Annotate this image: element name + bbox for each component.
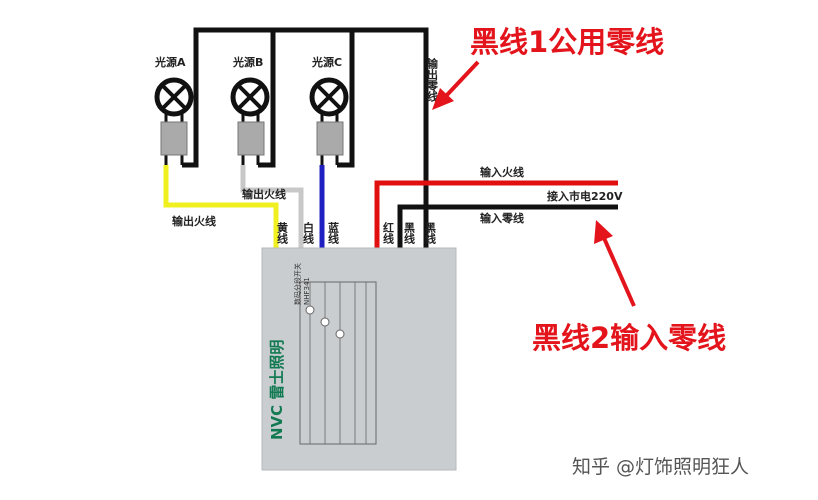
device-body: [261, 247, 457, 471]
lamp-b-neutral: [258, 30, 276, 168]
callout-common-neutral: 黑线1公用零线: [470, 25, 664, 59]
white-wire: [240, 165, 304, 250]
switch-device: NVC 雷士照明 数码分段开关 NHF341: [261, 247, 457, 471]
lamp-label: 光源B: [232, 55, 263, 69]
input-neutral-label: 输入零线: [480, 211, 524, 225]
black-wires: [182, 27, 618, 250]
black-label-2: 黑线: [424, 222, 437, 245]
lamp-label: 光源A: [154, 55, 186, 69]
callout-input-neutral: 黑线2输入零线: [532, 321, 726, 355]
input-neutral-wire: [397, 204, 618, 250]
common-neutral-wire: [182, 27, 429, 250]
red-input-live-wire: [374, 180, 618, 250]
arrow-input-neutral: [594, 220, 636, 307]
device-name: 数码分段开关: [293, 263, 302, 305]
blue-label: 蓝线: [327, 221, 340, 245]
output-neutral-label: 输出零线: [426, 57, 440, 103]
ballast-icon: [237, 121, 265, 156]
lamp-c: 光源C: [309, 55, 349, 165]
watermark: 知乎 @灯饰照明狂人: [572, 456, 749, 478]
ballast-icon: [160, 121, 188, 156]
white-label: 白线: [302, 221, 315, 245]
output-live-label-a: 输出火线: [172, 214, 216, 228]
yellow-label: 黄线: [276, 221, 289, 245]
device-brand: NVC 雷士照明: [268, 340, 286, 440]
lamp-a: 光源A: [154, 55, 194, 165]
red-label: 红线: [382, 221, 395, 245]
input-live-label: 输入火线: [480, 165, 524, 179]
lamp-b: 光源B: [230, 55, 270, 165]
yellow-wire: [163, 165, 279, 250]
arrow-common-neutral: [432, 60, 480, 110]
device-model: NHF341: [303, 277, 311, 305]
ballast-icon: [316, 121, 344, 156]
black-label-1: 黑线: [403, 222, 416, 245]
output-live-label-b: 输出火线: [242, 187, 286, 201]
mains-label: 接入市电220V: [547, 189, 623, 203]
lamp-c-neutral: [337, 30, 355, 168]
lamp-label: 光源C: [311, 55, 342, 69]
